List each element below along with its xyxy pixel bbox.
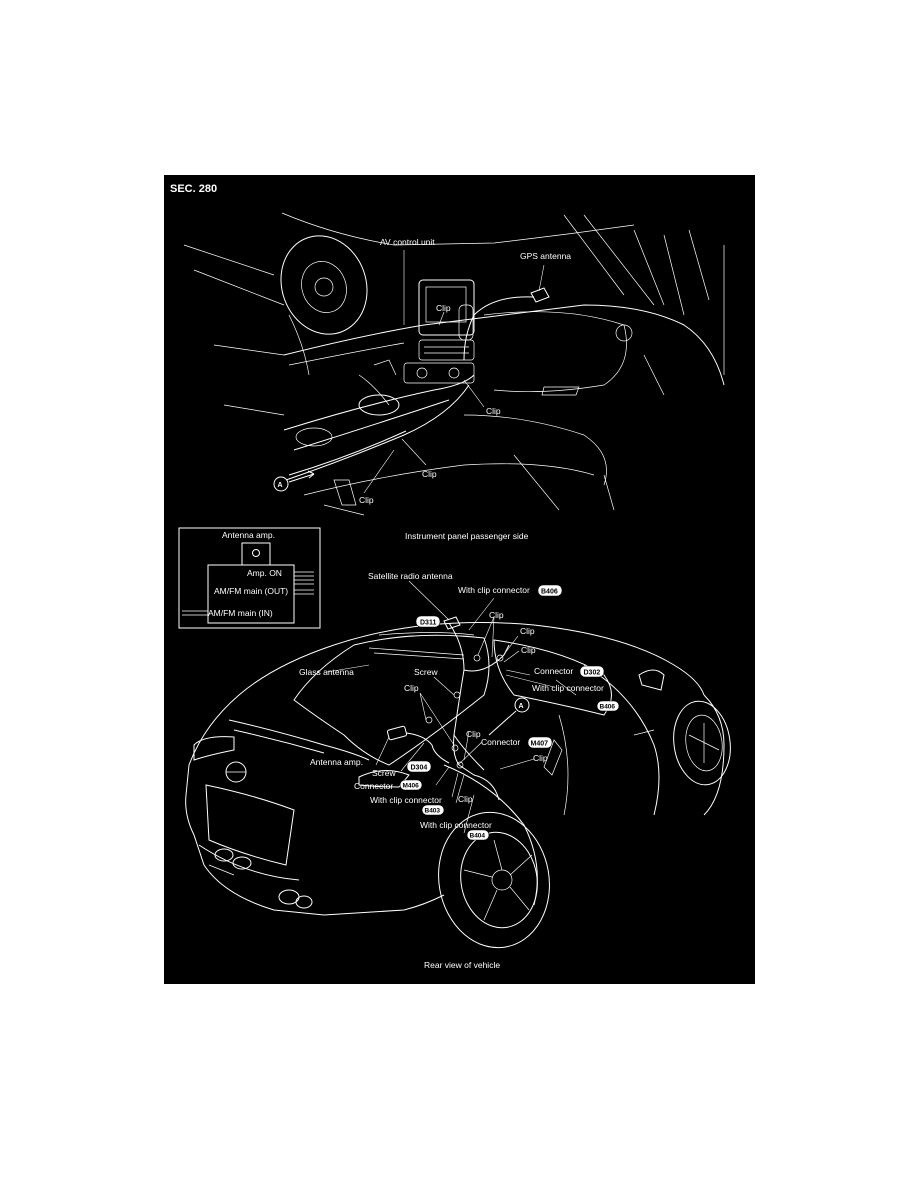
antenna-layout-diagram: SEC. 280	[170, 183, 731, 970]
svg-text:M407: M407	[531, 741, 549, 748]
label-connector-2: Connector	[481, 737, 520, 747]
label-connector-3: Connector	[354, 781, 393, 791]
label-clip-a: Clip	[489, 610, 504, 620]
label-clip-b: Clip	[520, 626, 535, 636]
label-clip-d: Clip	[404, 683, 419, 693]
interior-drawing: A	[183, 212, 725, 516]
antenna-harness-front	[285, 384, 470, 481]
svg-text:B406: B406	[541, 589, 558, 596]
antenna-amp-inset: Antenna amp. Amp. ON AM/FM main (OUT) AM…	[178, 527, 321, 629]
svg-text:B404: B404	[470, 833, 486, 840]
label-av-control-unit: AV control unit	[380, 237, 435, 247]
label-clip-c: Clip	[521, 645, 536, 655]
inset-row-amp-on: Amp. ON	[247, 568, 282, 578]
label-clip-f: Clip	[533, 753, 548, 763]
connector-badge-d302: D302	[579, 665, 605, 678]
connector-badge-m407: M407	[527, 736, 553, 749]
label-clip-4: Clip	[359, 495, 374, 505]
diagram-panel: SEC. 280	[164, 175, 755, 984]
connector-badge-d311: D311	[415, 615, 441, 628]
label-with-clip-connector-3: With clip connector	[370, 795, 442, 805]
connector-badge-b403: B403	[421, 804, 445, 816]
steering-wheel-shape	[280, 235, 368, 335]
front-wheel	[673, 700, 731, 786]
vehicle-rear-drawing: A	[185, 616, 731, 949]
label-connector-1: Connector	[534, 666, 573, 676]
svg-text:B403: B403	[425, 808, 441, 815]
inset-title: Antenna amp.	[222, 530, 275, 540]
antenna-amp-shape	[386, 725, 408, 741]
marker-a-rear: A	[519, 703, 524, 710]
inset-row-am-fm-out: AM/FM main (OUT)	[214, 586, 288, 596]
label-screw-1: Screw	[414, 667, 438, 677]
connector-badge-m406: M406	[399, 779, 423, 791]
av-control-unit-shape	[418, 279, 475, 336]
inset-frame	[178, 527, 321, 629]
svg-text:D311: D311	[420, 620, 436, 627]
inset-row-am-fm-in: AM/FM main (IN)	[208, 608, 273, 618]
label-glass-antenna: Glass antenna	[299, 667, 354, 677]
label-gps-antenna: GPS antenna	[520, 251, 571, 261]
label-with-clip-connector-2: With clip connector	[532, 683, 604, 693]
caption-rear-view: Rear view of vehicle	[424, 960, 500, 970]
label-satellite-radio-antenna: Satellite radio antenna	[368, 571, 453, 581]
label-clip-2: Clip	[486, 406, 501, 416]
label-clip-g: Clip	[458, 794, 473, 804]
caption-instrument-panel: Instrument panel passenger side	[405, 531, 529, 541]
label-antenna-amp: Antenna amp.	[310, 757, 363, 767]
svg-text:M406: M406	[403, 783, 420, 790]
label-with-clip-connector-4: With clip connector	[420, 820, 492, 830]
label-clip-3: Clip	[422, 469, 437, 479]
marker-a-rear-circle	[514, 697, 530, 713]
label-screw-2: Screw	[372, 768, 396, 778]
rear-glass-shape	[293, 634, 490, 766]
marker-a-circle	[273, 476, 289, 492]
label-clip-e: Clip	[466, 729, 481, 739]
antenna-harness-rear	[448, 622, 465, 766]
connector-badge-d304: D304	[406, 760, 432, 773]
label-clip-1: Clip	[436, 303, 451, 313]
svg-text:B406: B406	[600, 704, 616, 711]
rear-wheel	[438, 811, 550, 949]
connector-badge-b406-top: B406	[537, 584, 563, 597]
svg-text:D304: D304	[411, 765, 428, 772]
svg-text:D302: D302	[584, 670, 601, 677]
connector-badge-b406-right: B406	[596, 700, 620, 712]
label-with-clip-connector-1: With clip connector	[458, 585, 530, 595]
marker-a-top: A	[278, 482, 283, 489]
gps-antenna-shape	[530, 287, 550, 303]
satellite-antenna-shape	[443, 616, 461, 630]
amp-body-top	[241, 542, 271, 566]
connector-badge-b404: B404	[466, 829, 490, 841]
section-title: SEC. 280	[170, 183, 217, 195]
